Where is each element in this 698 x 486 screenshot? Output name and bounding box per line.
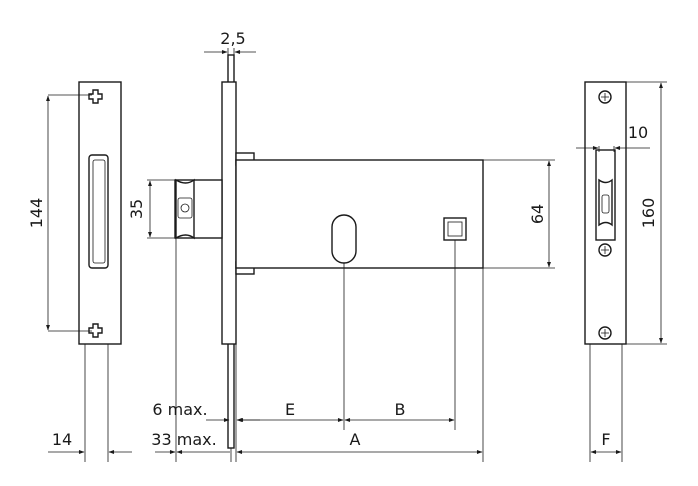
plate-thickness-label: 2,5: [220, 29, 245, 48]
faceplate-height-label: 160: [639, 198, 658, 229]
lock-body: 2,5 35 64 6 max. E B 33 max.: [127, 29, 555, 462]
faceplate-front-view: 160 10 F: [576, 81, 667, 462]
faceplate-offset-label: 10: [628, 123, 648, 142]
strike-top-screw-icon: [88, 89, 103, 104]
dimension-e-label: E: [285, 400, 295, 419]
faceplate-width-label: F: [601, 430, 610, 449]
faceplate-middle-screw-icon: [598, 243, 612, 257]
dimension-b-label: B: [395, 400, 406, 419]
faceplate-top-screw-icon: [598, 90, 612, 104]
faceplate-bolt: [598, 178, 613, 227]
case-height-label: 64: [528, 204, 547, 224]
throw-max-label: 33 max.: [151, 430, 216, 449]
strike-plate: 144 14: [27, 81, 132, 462]
bolt-max-label: 6 max.: [152, 400, 207, 419]
strike-opening: [88, 154, 109, 269]
forend: [221, 81, 237, 345]
strike-width-label: 14: [52, 430, 72, 449]
bolt: [174, 178, 223, 240]
keyhole-icon: [331, 214, 357, 264]
lock-case: [235, 159, 484, 269]
dimension-a-label: A: [350, 430, 361, 449]
strike-height-label: 144: [27, 198, 46, 229]
strike-bottom-screw-icon: [88, 323, 103, 338]
spindle-square: [443, 217, 467, 241]
bolt-height-label: 35: [127, 199, 146, 219]
faceplate-bottom-screw-icon: [598, 326, 612, 340]
